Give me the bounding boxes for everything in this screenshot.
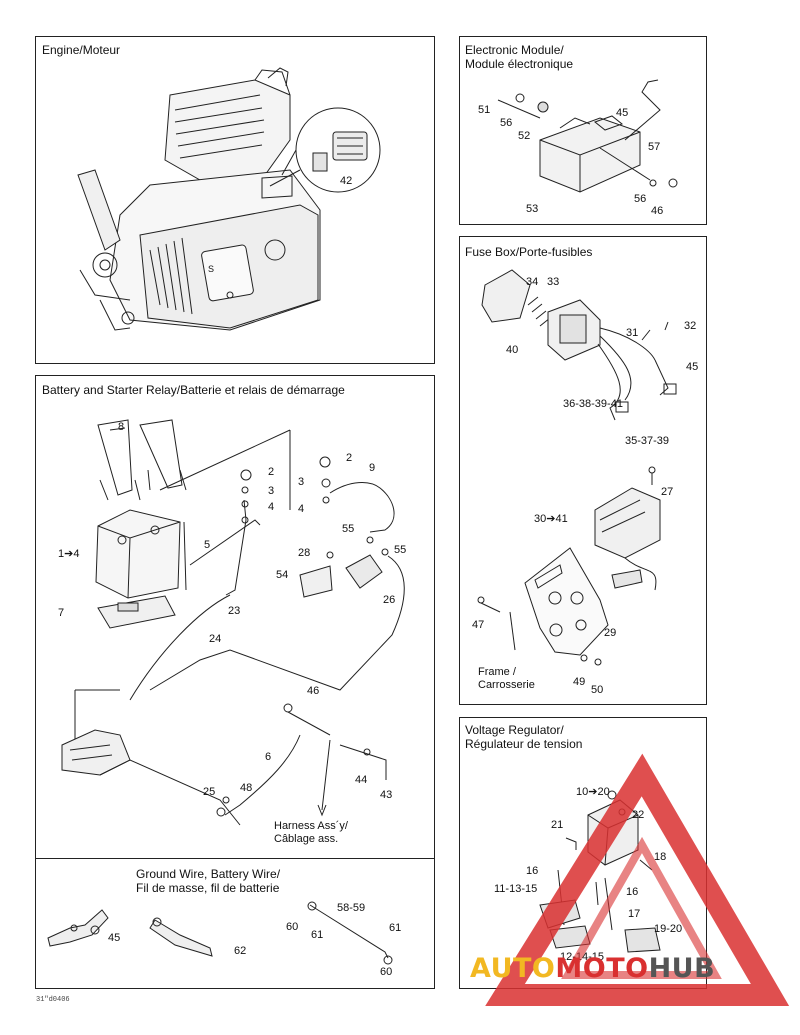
callout-bat-25: 25	[203, 786, 215, 798]
callout-bat-1-4: 1➔4	[58, 548, 79, 560]
callout-em-52: 52	[518, 130, 530, 142]
callout-bat-48: 48	[240, 782, 252, 794]
callout-bat-5: 5	[204, 539, 210, 551]
battery-title: Battery and Starter Relay/Batterie et re…	[42, 383, 345, 397]
callout-fb-30-41: 30➔41	[534, 513, 568, 525]
callout-em-57: 57	[648, 141, 660, 153]
callout-gw-61b: 61	[389, 922, 401, 934]
callout-gw-58-59: 58-59	[337, 902, 365, 914]
callout-vr-22: 22	[632, 809, 644, 821]
callout-gw-62: 62	[234, 945, 246, 957]
callout-bat-54: 54	[276, 569, 288, 581]
watermark-moto: MOTO	[555, 953, 649, 984]
callout-em-51: 51	[478, 104, 490, 116]
callout-bat-6: 6	[265, 751, 271, 763]
electronic-module-illustration	[497, 79, 678, 193]
ground-wire-title: Ground Wire, Battery Wire/ Fil de masse,…	[136, 867, 281, 895]
callout-fb-50: 50	[591, 684, 603, 696]
electronic-module-panel: Electronic Module/ Module électronique	[459, 36, 707, 225]
callout-vr-17: 17	[628, 908, 640, 920]
callout-vr-21: 21	[551, 819, 563, 831]
battery-illustration	[61, 419, 405, 826]
callout-em-46: 46	[651, 205, 663, 217]
callout-em-45: 45	[616, 107, 628, 119]
callout-fb-34: 34	[526, 276, 538, 288]
callout-vr-11-13-15: 11-13-15	[494, 883, 537, 895]
callout-fb-35-37-39: 35-37-39	[625, 435, 669, 447]
ground-wire-panel: Ground Wire, Battery Wire/ Fil de masse,…	[35, 858, 435, 989]
callout-fb-27: 27	[661, 486, 673, 498]
callout-bat-3b: 3	[298, 476, 304, 488]
callout-fb-31: 31	[626, 327, 638, 339]
callout-vr-19-20: 19-20	[654, 923, 682, 935]
callout-bat-26: 26	[383, 594, 395, 606]
callout-vr-10-20: 10➔20	[576, 786, 610, 798]
callout-bat-4b: 4	[298, 503, 304, 515]
callout-bat-9: 9	[369, 462, 375, 474]
electronic-module-title: Electronic Module/ Module électronique	[465, 43, 574, 71]
engine-title: Engine/Moteur	[42, 43, 121, 57]
callout-em-53: 53	[526, 203, 538, 215]
voltage-regulator-title: Voltage Regulator/ Régulateur de tension	[465, 723, 583, 751]
callout-em-56b: 56	[634, 193, 646, 205]
callout-bat-28: 28	[298, 547, 310, 559]
callout-bat-23: 23	[228, 605, 240, 617]
harness-label: Harness Ass´y/ Câblage ass.	[274, 820, 348, 845]
engine-connector-callout	[269, 107, 381, 193]
callout-bat-8: 8	[118, 421, 124, 433]
callout-vr-18: 18	[654, 851, 666, 863]
watermark-text: AUTOMOTOHUB	[470, 953, 715, 984]
callout-fb-33: 33	[547, 276, 559, 288]
callout-bat-55b: 55	[394, 544, 406, 556]
callout-gw-60a: 60	[286, 921, 298, 933]
fuse-box-title: Fuse Box/Porte-fusibles	[465, 245, 593, 259]
callout-fb-49: 49	[573, 676, 585, 688]
svg-text:S: S	[208, 264, 214, 274]
callout-fb-45: 45	[686, 361, 698, 373]
callout-em-56: 56	[500, 117, 512, 129]
callout-bat-4a: 4	[268, 501, 274, 513]
callout-gw-45: 45	[108, 932, 120, 944]
callout-fb-29: 29	[604, 627, 616, 639]
watermark-auto: AUTO	[470, 953, 556, 984]
callout-bat-44: 44	[355, 774, 367, 786]
frame-label-text: Frame / Carrosserie	[478, 666, 535, 691]
callout-bat-55a: 55	[342, 523, 354, 535]
engine-illustration: S	[77, 67, 321, 331]
callout-bat-24: 24	[209, 633, 221, 645]
footer-code: 31"d0406	[36, 996, 70, 1004]
callout-fb-47: 47	[472, 619, 484, 631]
callout-bat-43: 43	[380, 789, 392, 801]
callout-bat-7: 7	[58, 607, 64, 619]
callout-engine-42: 42	[340, 175, 352, 187]
callout-vr-16a: 16	[526, 865, 538, 877]
watermark-hub: HUB	[648, 953, 716, 984]
callout-gw-60b: 60	[380, 966, 392, 978]
fuse-box-illustration	[477, 269, 677, 666]
callout-bat-2b: 2	[346, 452, 352, 464]
callout-fb-32: 32	[684, 320, 696, 332]
callout-bat-3a: 3	[268, 485, 274, 497]
ground-wire-illustration	[47, 901, 393, 965]
callout-gw-61a: 61	[311, 929, 323, 941]
callout-fb-40: 40	[506, 344, 518, 356]
callout-fb-36-38-39-41: 36-38-39-41	[563, 398, 623, 410]
watermark-logo	[485, 753, 790, 1006]
callout-bat-2a: 2	[268, 466, 274, 478]
callout-bat-46: 46	[307, 685, 319, 697]
callout-vr-16b: 16	[626, 886, 638, 898]
